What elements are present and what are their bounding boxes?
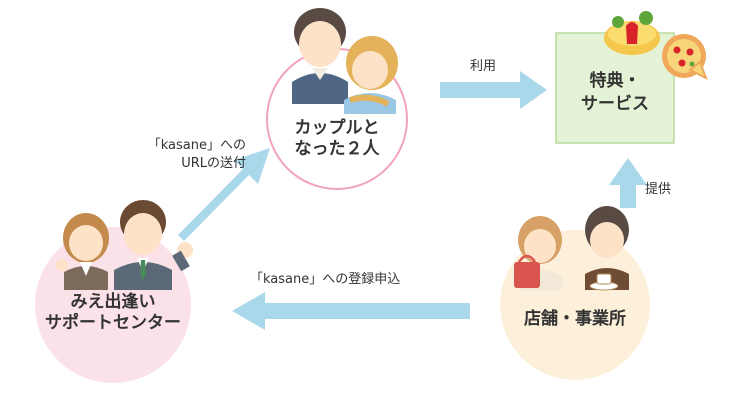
staff-illustration — [56, 200, 193, 290]
arrow-register — [232, 292, 470, 330]
url-send-label-line2: URLの送付 — [181, 155, 246, 171]
benefits-label: 特典・ サービス — [556, 70, 674, 116]
register-label: 「kasane」への登録申込 — [250, 272, 401, 287]
shops-label: 店舗・事業所 — [500, 309, 650, 330]
url-send-label-line1: 「kasane」への — [147, 138, 246, 153]
arrow-url-send — [178, 148, 270, 241]
support-label-line2: サポートセンター — [45, 313, 181, 334]
url-send-label: 「kasane」への URLの送付 — [96, 137, 246, 172]
benefits-label-line2: サービス — [581, 93, 649, 114]
shop-staff-illustration — [514, 206, 629, 291]
shops-label-line1: 店舗・事業所 — [524, 309, 626, 329]
food-illustration — [604, 11, 708, 81]
couple-label: カップルと なった２人 — [277, 118, 397, 161]
use-label: 利用 — [470, 59, 497, 74]
support-label-line1: みえ出逢い — [70, 292, 156, 312]
arrow-provide — [609, 158, 647, 208]
support-label: みえ出逢い サポートセンター — [28, 292, 198, 335]
couple-illustration — [292, 8, 398, 114]
arrow-use — [440, 71, 547, 109]
couple-label-line2: なった２人 — [294, 139, 380, 160]
provide-label: 提供 — [645, 182, 672, 197]
couple-label-line1: カップルと — [294, 118, 380, 138]
benefits-label-line1: 特典・ — [589, 71, 641, 91]
